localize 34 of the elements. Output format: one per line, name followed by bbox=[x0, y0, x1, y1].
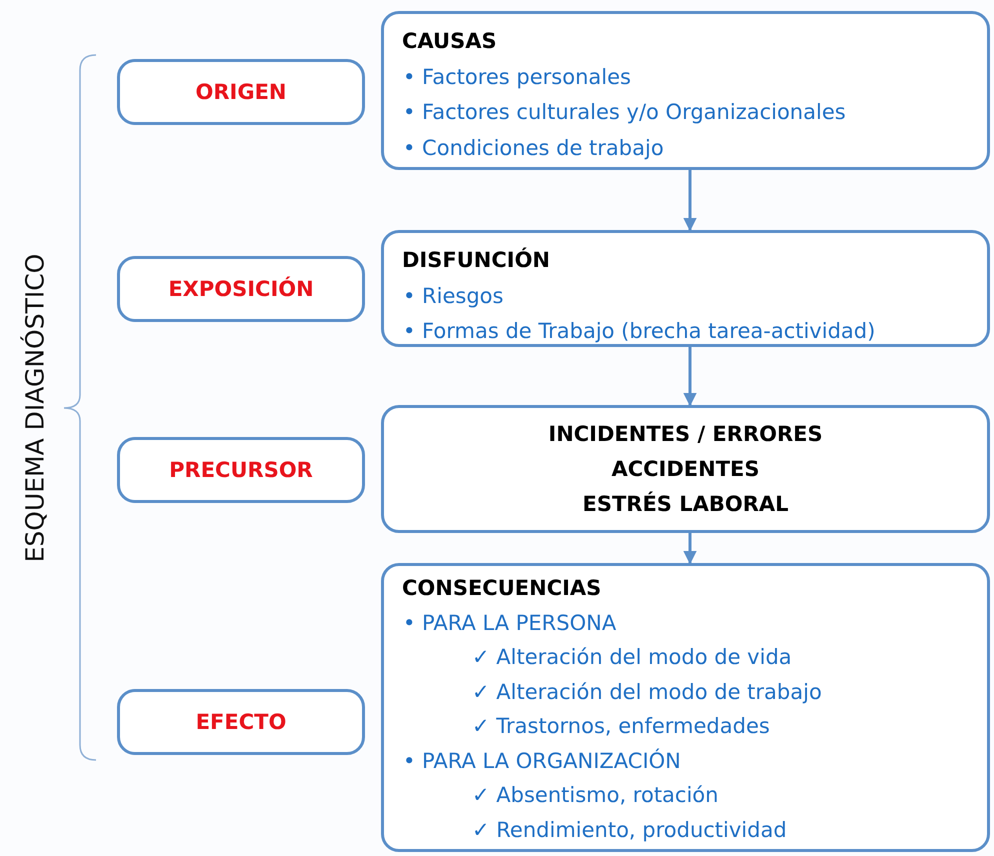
stage-label: EXPOSICIÓN bbox=[168, 276, 314, 302]
outcome-text: INCIDENTES / ERRORES bbox=[548, 422, 823, 446]
rounded-box bbox=[381, 230, 990, 347]
stage-label: PRECURSOR bbox=[169, 458, 313, 482]
checklist-item: ✓ Rendimiento, productividad bbox=[472, 818, 787, 842]
stage-label: EFECTO bbox=[196, 710, 286, 734]
rounded-box bbox=[117, 59, 365, 125]
box-heading: CAUSAS bbox=[402, 29, 497, 54]
bullet-item: • Formas de Trabajo (brecha tarea-actividad) bbox=[403, 319, 876, 344]
rounded-box bbox=[117, 437, 365, 503]
arrow bbox=[683, 170, 697, 232]
bullet-item: • Factores culturales y/o Organizacionales bbox=[403, 100, 846, 124]
arrow bbox=[683, 533, 697, 564]
vertical-title: ESQUEMA DIAGNÓSTICO bbox=[20, 254, 50, 562]
bullet-item: • Condiciones de trabajo bbox=[403, 136, 664, 160]
rounded-box bbox=[381, 563, 990, 852]
checklist-item: ✓ Alteración del modo de trabajo bbox=[472, 680, 822, 704]
rounded-box bbox=[381, 11, 990, 170]
outcome-text: ACCIDENTES bbox=[611, 456, 760, 482]
bullet-item: • Factores personales bbox=[403, 64, 631, 89]
checklist-item: ✓ Absentismo, rotación bbox=[472, 783, 718, 808]
box-heading: DISFUNCIÓN bbox=[402, 248, 550, 272]
box-heading: CONSECUENCIAS bbox=[402, 576, 602, 600]
checklist-item: ✓ Alteración del modo de vida bbox=[472, 645, 792, 670]
bullet-item: • PARA LA ORGANIZACIÓN bbox=[403, 748, 681, 773]
rounded-box bbox=[117, 689, 365, 755]
bullet-item: • Riesgos bbox=[403, 284, 504, 308]
outcome-text: ESTRÉS LABORAL bbox=[582, 492, 789, 516]
stage-label: ORIGEN bbox=[196, 80, 286, 104]
rounded-box bbox=[117, 256, 365, 322]
rounded-box bbox=[381, 405, 990, 533]
arrow bbox=[683, 347, 697, 406]
checklist-item: ✓ Trastornos, enfermedades bbox=[472, 714, 770, 738]
bullet-item: • PARA LA PERSONA bbox=[403, 610, 616, 635]
